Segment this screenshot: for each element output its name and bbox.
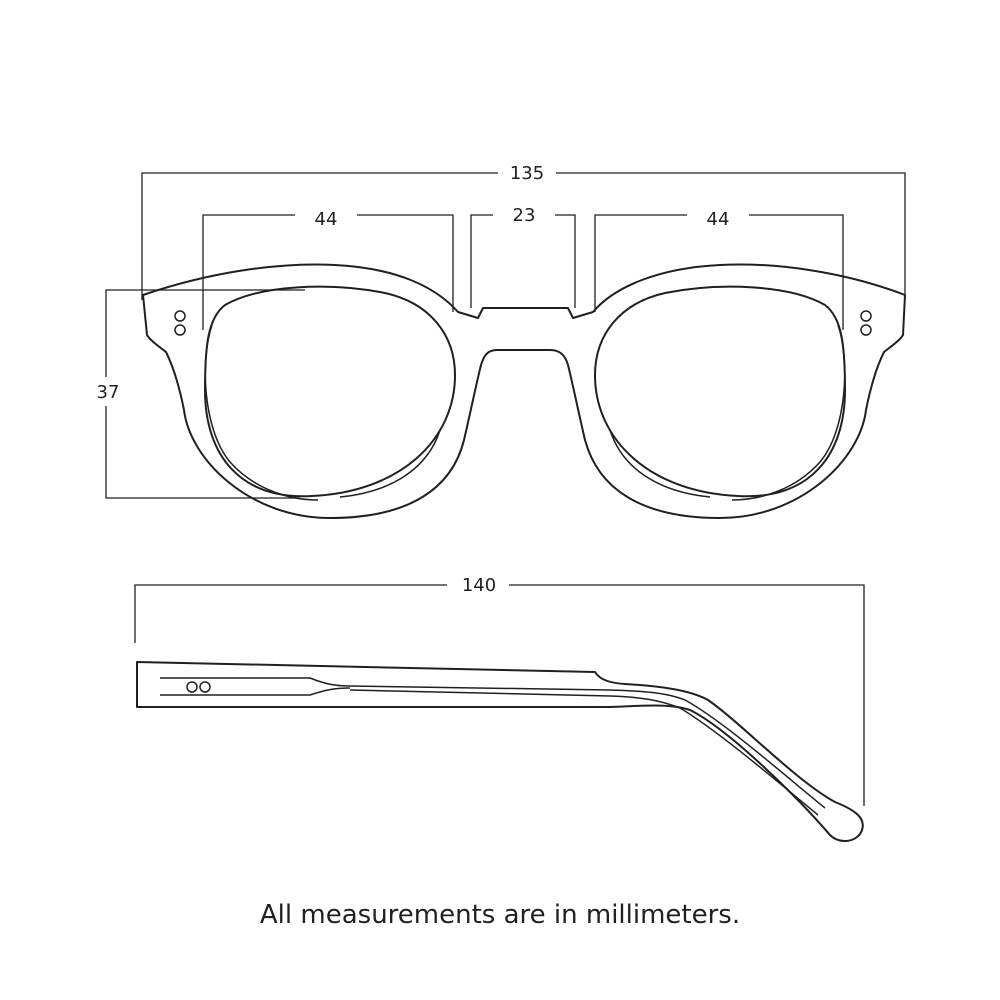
right-rivet-top	[860, 310, 872, 322]
dimension-lens-width-left: 44	[202, 209, 454, 330]
left-rivet-top	[174, 310, 186, 322]
left-rim-outer	[142, 263, 906, 519]
right-rivet-bottom	[860, 324, 872, 336]
dimension-lens-width-right: 44	[594, 209, 844, 330]
temple-outline	[136, 661, 864, 842]
temple-groove-top	[160, 677, 826, 809]
temple-groove-lower	[349, 689, 819, 816]
left-rivet-bottom	[174, 324, 186, 336]
lens-height-label: 37	[97, 382, 120, 403]
right-lens	[594, 285, 846, 498]
lens-width-right-label: 44	[707, 209, 730, 230]
dimension-total-width: 135	[141, 163, 906, 300]
left-lens-inner-edge	[204, 324, 319, 501]
temple-length-label: 140	[462, 575, 496, 596]
measurement-note: All measurements are in millimeters.	[259, 900, 741, 930]
temple-groove-bottom	[160, 687, 351, 696]
right-lens-inner-edge	[731, 324, 846, 501]
total-width-label: 135	[510, 163, 544, 184]
left-lens-inner-edge-2	[339, 429, 441, 498]
temple-side-view	[136, 661, 864, 842]
left-lens	[204, 285, 456, 498]
right-lens-inner-edge-2	[609, 429, 711, 498]
temple-rivet-left	[186, 681, 198, 693]
bridge-width-label: 23	[513, 205, 536, 226]
dimension-lens-height: 37	[97, 289, 305, 499]
dimension-temple-length: 140	[134, 575, 865, 806]
temple-rivet-right	[199, 681, 211, 693]
dimension-bridge-width: 23	[470, 205, 576, 308]
lens-width-left-label: 44	[315, 209, 338, 230]
frame-front-view	[142, 263, 906, 519]
